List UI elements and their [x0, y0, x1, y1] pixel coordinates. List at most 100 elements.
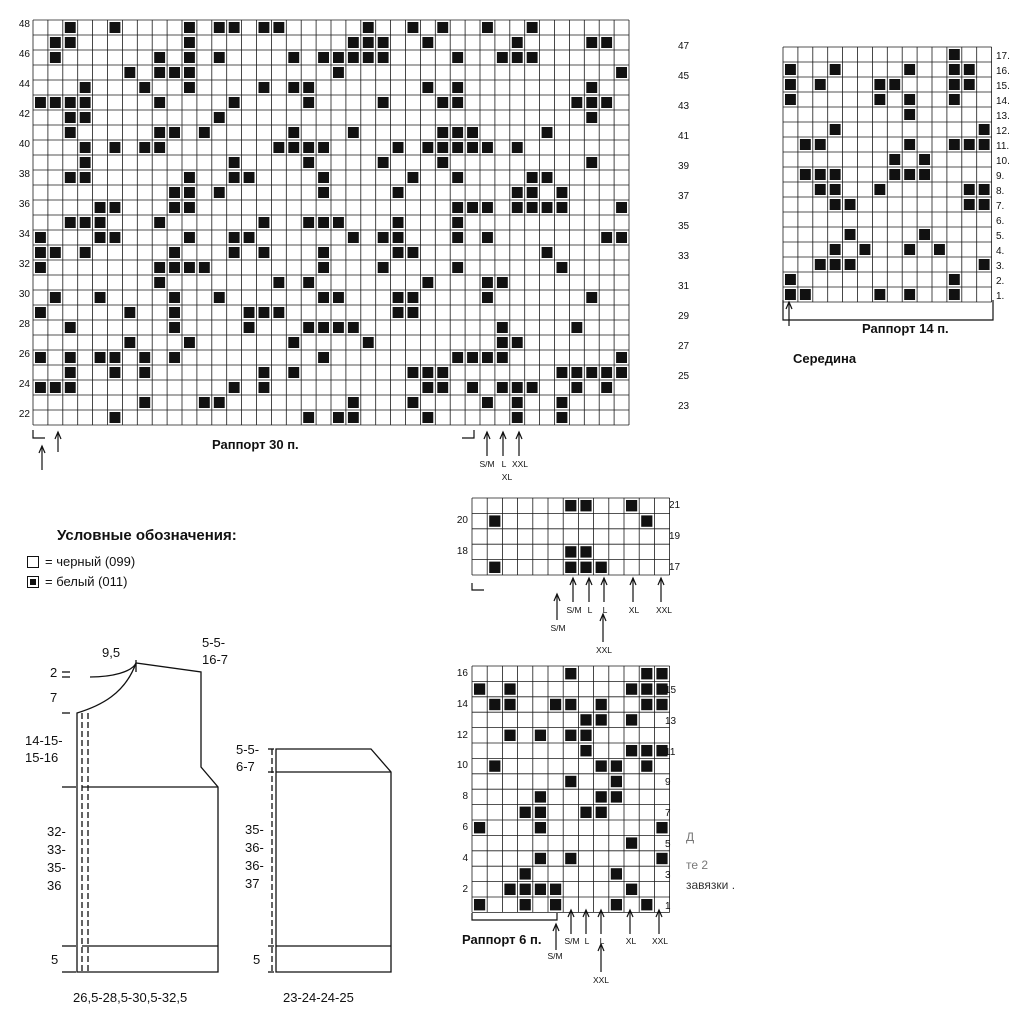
stitch-mark [550, 899, 562, 911]
legend-swatch-white [27, 556, 39, 568]
stitch-mark [586, 82, 598, 93]
arrow-head [515, 430, 523, 440]
row-number: 21 [669, 500, 681, 511]
side-repeat-label: Раппорт 14 п. [862, 321, 949, 336]
stitch-mark [610, 760, 622, 772]
stitch-mark [565, 546, 577, 558]
stitch-mark [626, 745, 638, 757]
stitch-mark [49, 37, 61, 48]
row-number: 4 [462, 852, 468, 864]
stitch-mark [586, 292, 598, 303]
stitch-mark [49, 97, 61, 108]
row-number: 9 [665, 777, 671, 789]
stitch-mark [641, 698, 653, 711]
stitch-mark [526, 22, 538, 33]
stitch-mark [228, 382, 240, 393]
stitch-mark [565, 775, 577, 788]
stitch-mark [641, 745, 653, 757]
stitch-mark [288, 142, 300, 153]
row-number: 11. [996, 141, 1010, 152]
stitch-mark [919, 154, 930, 165]
stitch-mark [489, 515, 501, 527]
stitch-mark [228, 172, 240, 183]
stitch-mark [407, 172, 419, 183]
stitch-mark [526, 52, 538, 63]
stitch-mark [64, 217, 76, 228]
stitch-mark [829, 259, 841, 270]
legend-item-white: = черный (099) [45, 554, 136, 569]
stitch-mark [452, 82, 464, 93]
stitch-mark [377, 262, 389, 273]
stitch-mark [213, 52, 225, 63]
row-number: 5 [665, 839, 671, 850]
stitch-mark [422, 367, 434, 378]
stitch-mark [109, 412, 121, 423]
stitch-mark [318, 217, 329, 228]
stitch-mark [228, 97, 240, 108]
stitch-mark [437, 157, 449, 168]
stitch-mark [482, 397, 493, 408]
stitch-mark [333, 412, 344, 423]
stitch-mark [169, 262, 180, 273]
body-length-4: 36 [47, 878, 62, 893]
row-number: 5. [996, 231, 1005, 242]
stitch-mark [154, 52, 166, 63]
row-number: 11 [665, 746, 676, 758]
body-length-2: 33- [47, 842, 66, 857]
arrow-markers [38, 300, 793, 972]
row-number: 13. [996, 111, 1010, 122]
stitch-mark [258, 367, 270, 378]
stitch-mark [169, 322, 180, 333]
bottom-repeat-label: Раппорт 6 п. [462, 932, 542, 947]
stitch-mark [124, 337, 136, 348]
stitch-mark [482, 202, 493, 213]
row-number: 9. [996, 171, 1005, 182]
stitch-mark [184, 37, 195, 48]
body-top-width: 9,5 [102, 645, 121, 660]
stitch-mark [318, 172, 329, 183]
stitch-mark [814, 139, 826, 150]
stitch-mark [407, 307, 419, 318]
stitch-mark [948, 139, 960, 150]
stitch-mark [616, 202, 627, 213]
stitch-mark [258, 247, 270, 258]
stitch-mark [407, 367, 419, 378]
stitch-mark [541, 127, 553, 138]
cutoff-text-3: завязки . [686, 878, 736, 892]
stitch-mark [601, 232, 613, 243]
cutoff-text-1: Д [686, 830, 695, 844]
stitch-mark [511, 337, 523, 348]
body-bottom-width: 26,5-28,5-30,5-32,5 [73, 990, 188, 1005]
stitch-mark [482, 277, 493, 288]
body-length-1: 32- [47, 824, 66, 839]
sleeve-length-3: 36- [245, 858, 264, 873]
stitch-mark [565, 561, 577, 573]
stitch-mark [303, 82, 315, 93]
stitch-mark [139, 142, 151, 153]
stitch-mark [318, 322, 329, 333]
row-number: 29 [678, 311, 690, 322]
stitch-mark [154, 142, 166, 153]
row-number: 18 [456, 545, 468, 557]
stitch-mark [504, 698, 516, 711]
stitch-mark [184, 232, 195, 243]
stitch-mark [874, 184, 886, 195]
stitch-mark [198, 262, 210, 273]
small-size-sm-2: S/M [566, 605, 582, 615]
stitch-mark [601, 37, 613, 48]
stitch-mark [228, 157, 240, 168]
stitch-mark [347, 397, 359, 408]
row-number: 3 [665, 869, 671, 881]
stitch-mark [377, 52, 389, 63]
stitch-mark [347, 37, 359, 48]
stitch-mark [184, 187, 195, 198]
row-number: 23 [678, 401, 690, 412]
bottom-size-sm-2: S/M [564, 936, 580, 946]
stitch-mark [978, 139, 990, 150]
row-number: 34 [18, 229, 30, 240]
stitch-mark [64, 97, 76, 108]
stitch-mark [586, 367, 598, 378]
stitch-mark [333, 67, 344, 78]
stitch-mark [556, 187, 568, 198]
stitch-mark [626, 500, 638, 512]
